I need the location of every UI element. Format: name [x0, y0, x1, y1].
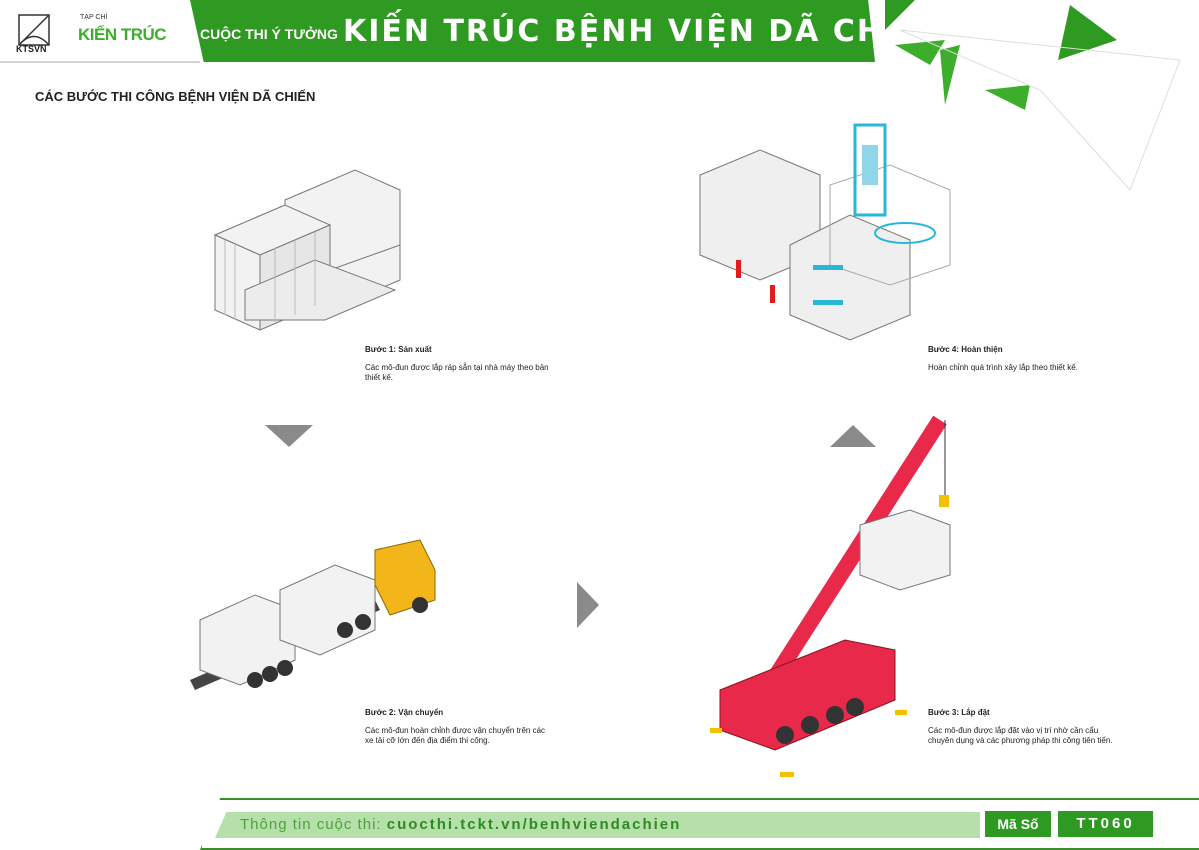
contest-url-link[interactable]: cuocthi.tckt.vn/benhviendachien — [386, 816, 682, 833]
decorative-triangles-icon — [885, 0, 1181, 191]
step-3-text: Các mô-đun được lắp đặt vào vị trí nhờ c… — [928, 726, 1113, 745]
completed-hospital-illustration — [699, 123, 951, 341]
truck-illustration — [190, 539, 436, 690]
crane-illustration — [710, 415, 951, 777]
ktsvn-logo-text: KTSVN — [16, 44, 47, 54]
arrow-down-icon — [265, 425, 313, 447]
stacked-containers-illustration — [213, 169, 401, 331]
magazine-logo: KIẾN TRÚC — [78, 25, 167, 44]
footer-info: Thông tin cuộc thi: cuocthi.tckt.vn/benh… — [240, 816, 681, 833]
code-label: Mã Số — [985, 811, 1051, 837]
step-1-text: Các mô-đun được lắp ráp sẵn tại nhà máy … — [365, 363, 549, 382]
footer-label: Thông tin cuộc thi: — [240, 816, 387, 833]
step-1-title: Bước 1: Sản xuất — [365, 345, 432, 354]
title-banner — [190, 0, 875, 62]
banner-subtitle: CUỘC THI Ý TƯỞNG — [200, 26, 338, 42]
footer-info-bar — [215, 812, 980, 838]
banner-title: KIẾN TRÚC BỆNH VIỆN DÃ CHIẾN — [343, 14, 947, 49]
step-4-text: Hoàn chỉnh quá trình xây lắp theo thiết … — [928, 363, 1078, 372]
header-divider — [0, 61, 200, 63]
step-3-title: Bước 3: Lắp đặt — [928, 708, 990, 717]
step-4-title: Bước 4: Hoàn thiện — [928, 345, 1003, 354]
arrow-up-icon — [830, 425, 876, 447]
step-2-title: Bước 2: Vận chuyển — [365, 708, 444, 717]
arrow-right-icon — [577, 582, 599, 628]
magazine-prefix: TẠP CHÍ — [80, 14, 108, 21]
step-2-text: Các mô-đun hoàn chỉnh được vận chuyển tr… — [365, 726, 546, 745]
ktsvn-logo-icon — [18, 14, 50, 46]
entry-code: TT060 — [1058, 811, 1153, 837]
section-title: CÁC BƯỚC THI CÔNG BỆNH VIỆN DÃ CHIẾN — [35, 89, 316, 104]
